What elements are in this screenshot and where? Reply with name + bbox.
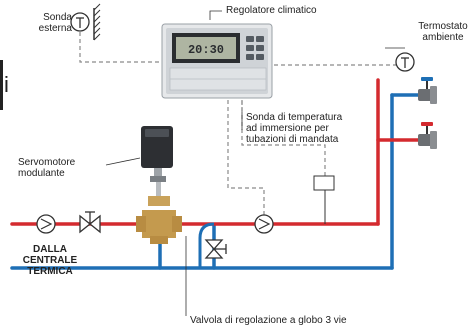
outside-sensor bbox=[70, 3, 101, 41]
actuator-label: Servomotore modulante bbox=[18, 157, 76, 179]
return-tap-valve bbox=[418, 77, 437, 104]
controller-display-text: 20:30 bbox=[188, 43, 224, 57]
immersion-sensor-label: Sonda di temperatura ad immersione per t… bbox=[246, 112, 343, 145]
immersion-sensor bbox=[313, 175, 335, 224]
pump-left bbox=[36, 214, 56, 234]
return-pipes bbox=[10, 93, 422, 270]
room-thermostat bbox=[385, 47, 415, 72]
pump-right bbox=[254, 214, 274, 234]
gate-valve-left bbox=[79, 211, 101, 234]
return-tap-handle-icon bbox=[421, 77, 433, 81]
supply-tap-valve bbox=[418, 122, 437, 149]
margin-letter: i bbox=[4, 72, 9, 97]
bypass-valve bbox=[204, 239, 227, 259]
valve-label: Valvola di regolazione a globo 3 vie bbox=[190, 315, 347, 326]
climate-controller: 20:30 bbox=[161, 23, 273, 99]
controller-display bbox=[176, 37, 236, 59]
margin-bar bbox=[0, 60, 3, 110]
bypass-branch bbox=[198, 222, 215, 268]
outside-sensor-label: Sonda esterna bbox=[38, 12, 72, 34]
supply-tap-handle-icon bbox=[421, 122, 433, 126]
controller-label: Regolatore climatico bbox=[226, 5, 317, 16]
three-way-globe-valve bbox=[136, 196, 182, 244]
source-label: DALLA CENTRALE TERMICA bbox=[22, 244, 78, 277]
supply-pipes bbox=[10, 78, 422, 226]
modulating-actuator bbox=[141, 126, 173, 198]
room-thermostat-label: Termostato ambiente bbox=[418, 21, 468, 43]
